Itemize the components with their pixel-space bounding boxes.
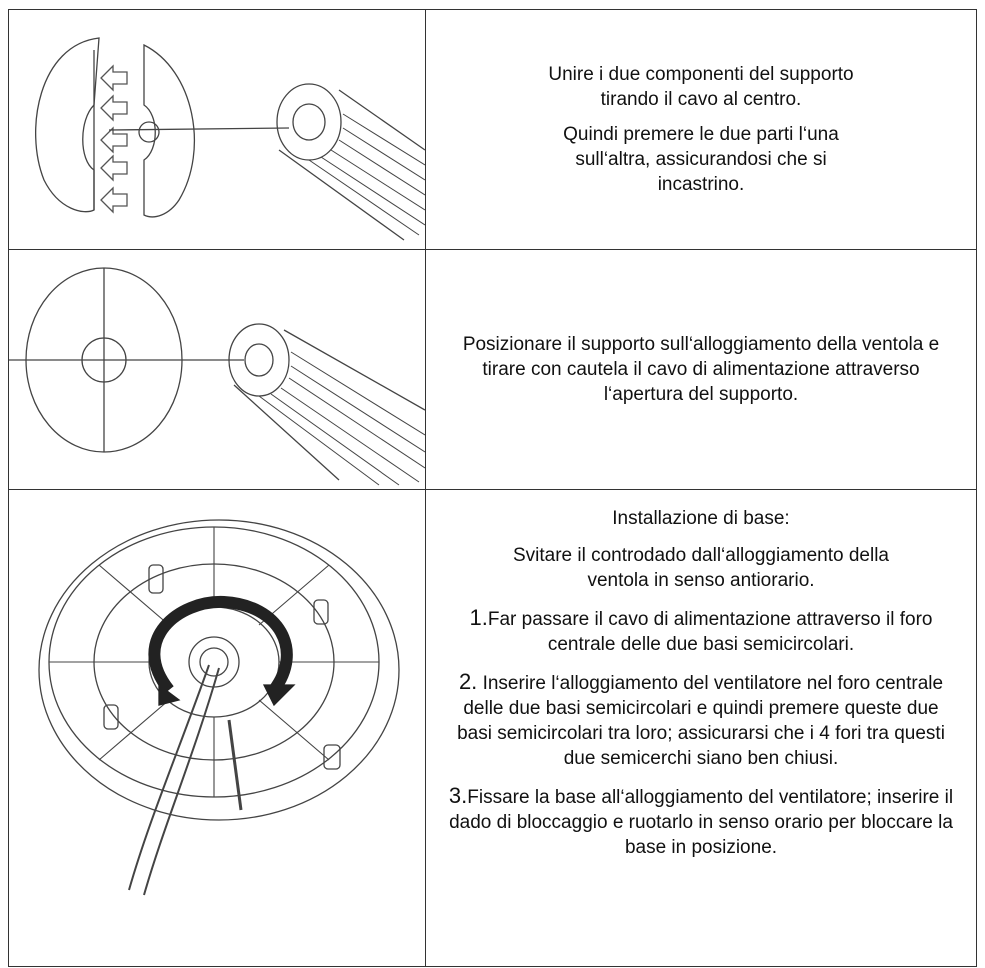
row-1-paragraph-1: Unire i due componenti del supporto tira… [548, 64, 854, 110]
row-1-text: Unire i due componenti del supporto tira… [426, 10, 976, 249]
step-2-text: Inserire l‘alloggiamento del ventilatore… [457, 673, 945, 769]
row-2-text: Posizionare il supporto sull‘alloggiamen… [426, 250, 976, 489]
illustration-base-installation [9, 490, 425, 968]
column-divider [425, 10, 426, 966]
step-3-text: Fissare la base all‘alloggiamento del ve… [449, 787, 954, 858]
row-divider-2 [9, 489, 976, 490]
step-1: 1.Far passare il cavo di alimentazione a… [436, 605, 966, 657]
step-3-number: 3. [448, 783, 468, 808]
row-1-paragraph-2: Quindi premere le due parti l‘una sull‘a… [563, 124, 839, 195]
illustration-assemble-stand [9, 10, 425, 249]
row-divider-1 [9, 249, 976, 250]
illustration-position-stand [9, 250, 425, 489]
step-1-number: 1. [469, 605, 488, 630]
row-3-text: Installazione di base: Svitare il contro… [426, 490, 976, 968]
step-1-text: Far passare il cavo di alimentazione att… [487, 609, 933, 655]
base-installation-heading: Installazione di base: [612, 508, 790, 529]
base-installation-intro: Svitare il controdado dall‘alloggiamento… [512, 545, 889, 591]
row-2-paragraph-1: Posizionare il supporto sull‘alloggiamen… [462, 334, 940, 405]
step-3: 3.Fissare la base all‘alloggiamento del … [436, 783, 966, 860]
instruction-table: Unire i due componenti del supporto tira… [8, 9, 977, 967]
step-2-number: 2. [458, 669, 478, 694]
step-2: 2. Inserire l‘alloggiamento del ventilat… [441, 669, 961, 771]
